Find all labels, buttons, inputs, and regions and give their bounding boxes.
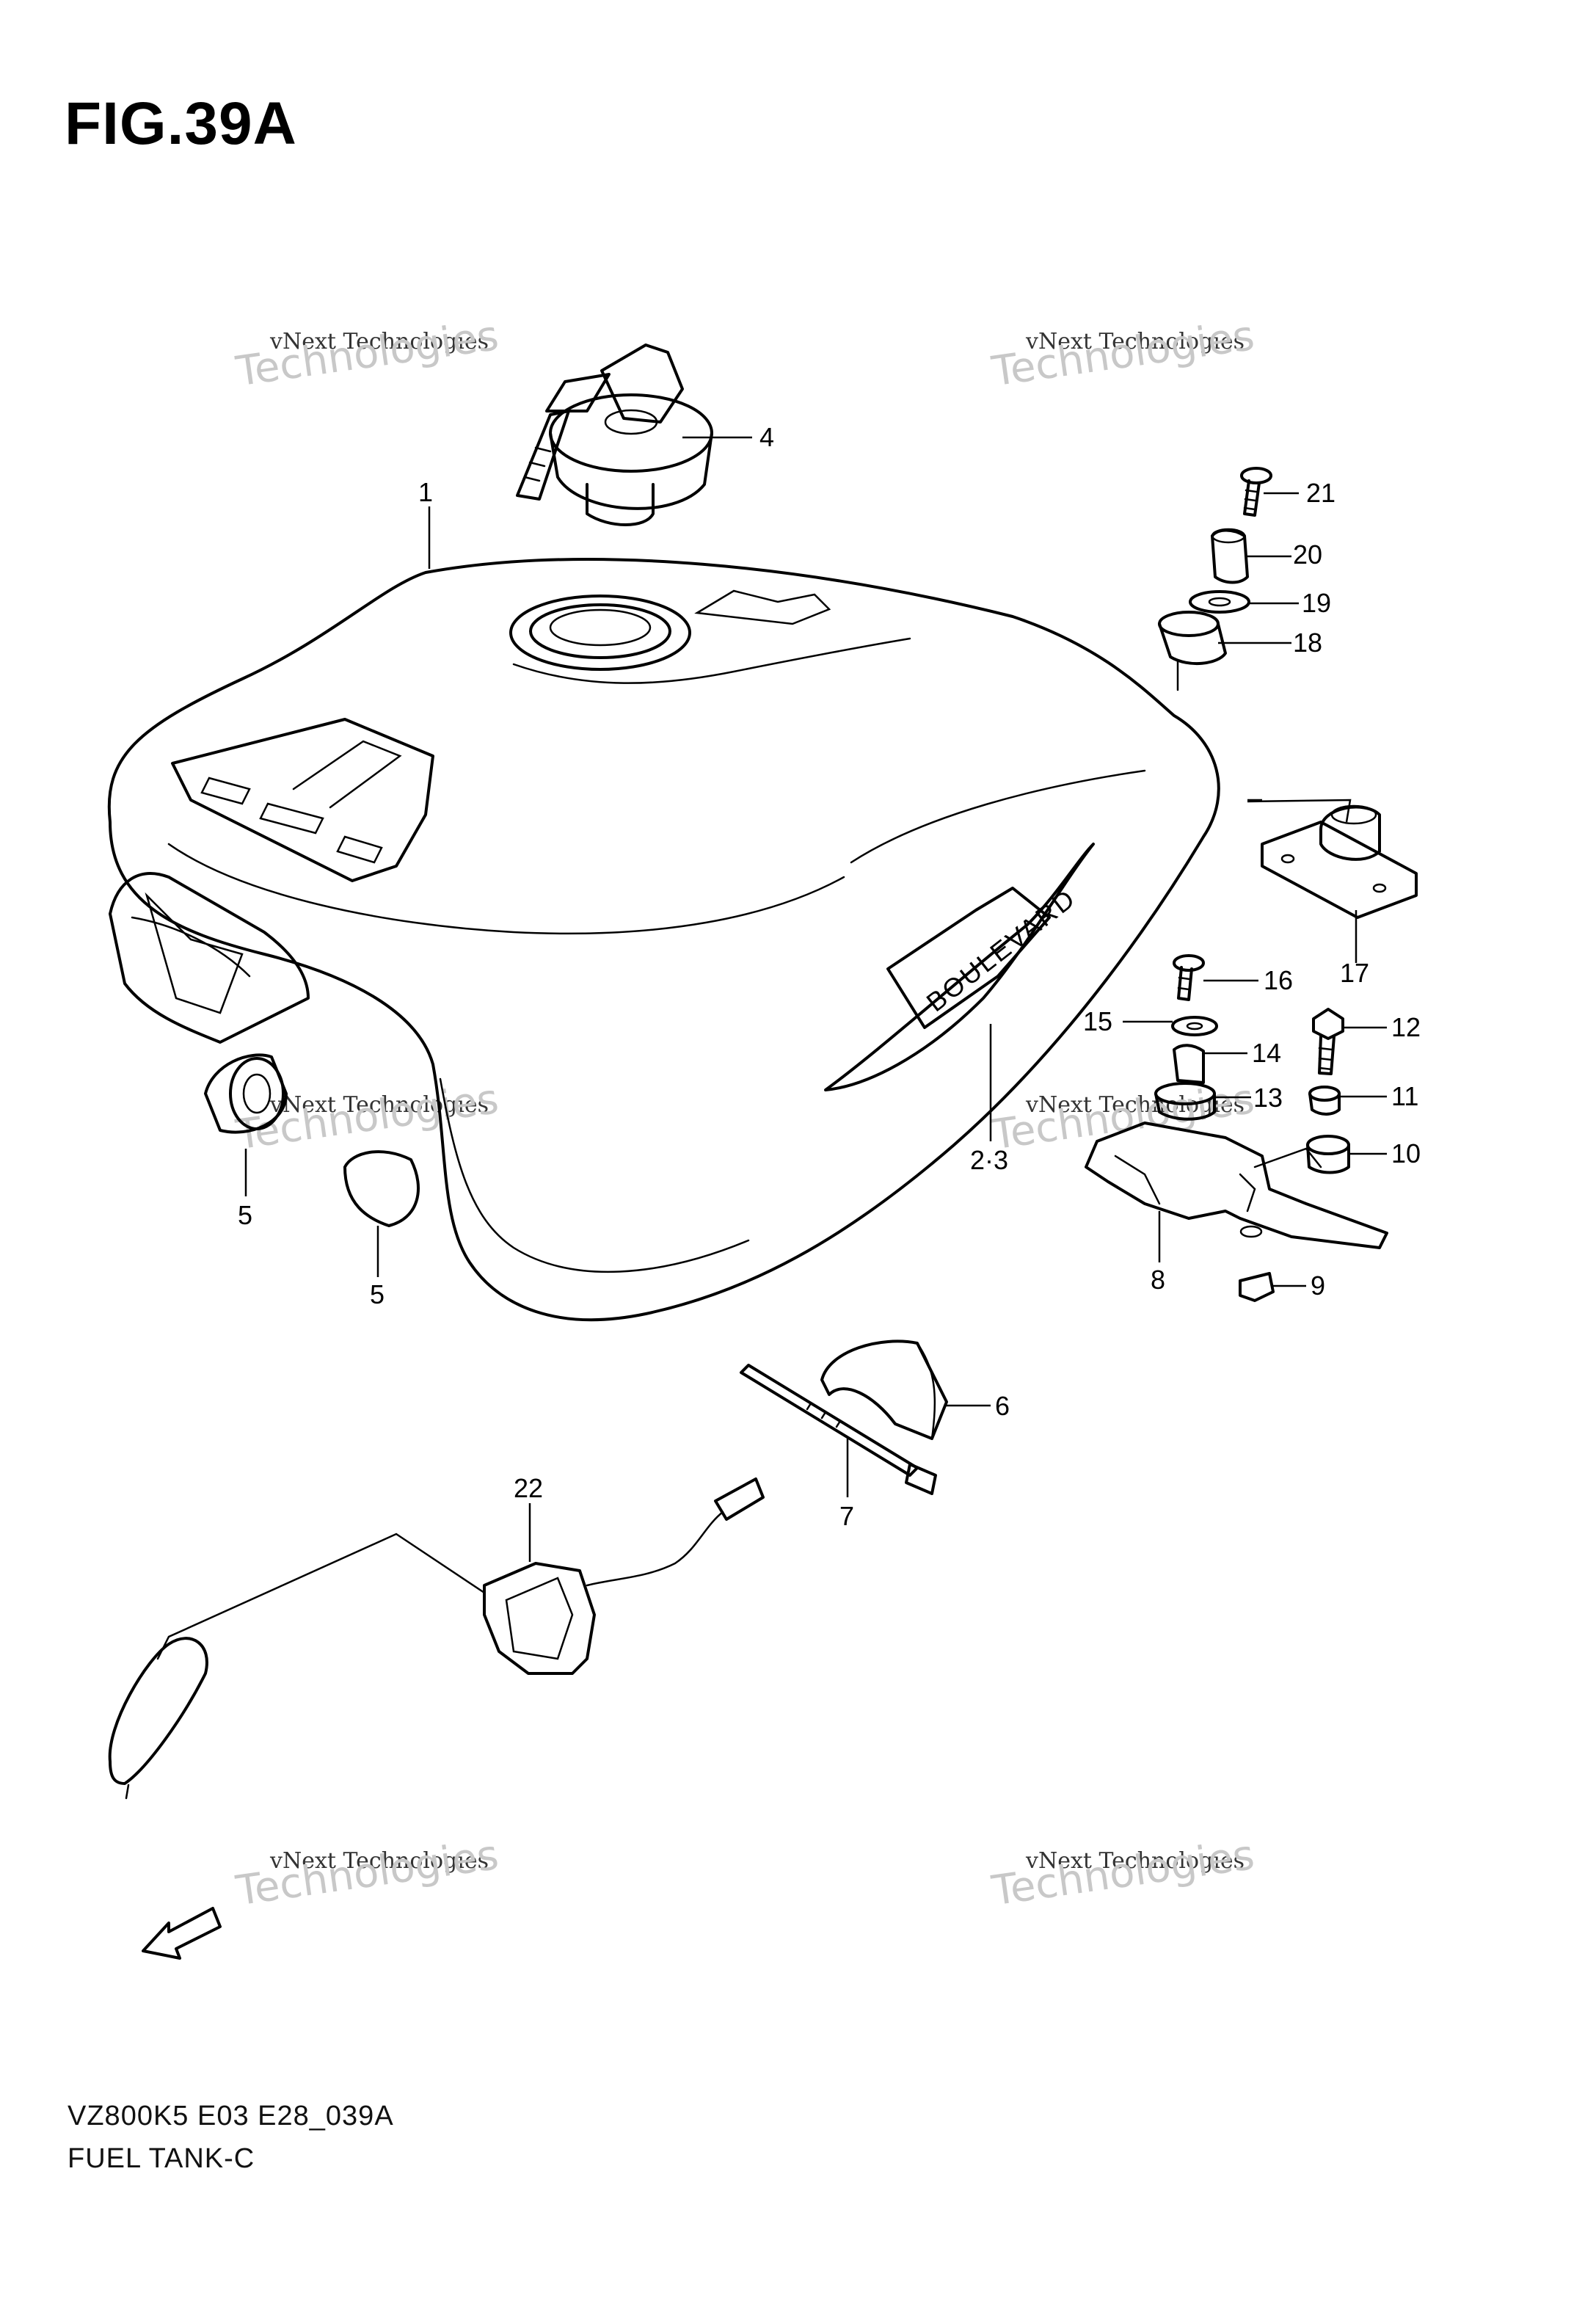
label-15: 15 <box>1083 1006 1112 1036</box>
watermark-top-right: vNext Technologies Technologies <box>989 311 1258 396</box>
label-4: 4 <box>759 422 774 452</box>
label-18: 18 <box>1293 628 1322 658</box>
fwd-arrow: FWD <box>142 1907 222 1960</box>
fuel-tank: BOULEVARD <box>107 558 1220 1322</box>
label-8: 8 <box>1151 1265 1165 1295</box>
label-9: 9 <box>1311 1270 1325 1301</box>
watermark-bottom-right: vNext Technologies Technologies <box>989 1831 1258 1916</box>
mount-stack-upper <box>1158 467 1272 691</box>
side-decal: BOULEVARD <box>824 843 1095 1091</box>
label-16: 16 <box>1264 965 1293 995</box>
label-17: 17 <box>1340 958 1369 988</box>
label-14: 14 <box>1252 1038 1281 1068</box>
figure-title: FIG.39A <box>65 90 297 157</box>
cable-tie <box>740 1364 937 1495</box>
watermark-bottom-left: vNext Technologies Technologies <box>233 1831 502 1916</box>
grommet-5a <box>204 1053 288 1134</box>
collar-11 <box>1308 1086 1341 1116</box>
watermark-mid-right: vNext Technologies Technologies <box>989 1075 1258 1160</box>
label-21: 21 <box>1306 478 1336 508</box>
label-10: 10 <box>1391 1138 1421 1168</box>
watermark-mid-left: vNext Technologies Technologies <box>233 1075 502 1160</box>
watermark-top-left: vNext Technologies Technologies <box>233 311 502 396</box>
leader-lines <box>244 436 1387 1562</box>
nut-9 <box>1239 1272 1275 1302</box>
grommet-5b <box>343 1150 420 1227</box>
label-2-3: 2·3 <box>970 1145 1008 1175</box>
label-7: 7 <box>839 1501 854 1531</box>
decal-text: BOULEVARD <box>921 882 1082 1017</box>
bolt-12 <box>1312 1008 1344 1075</box>
label-19: 19 <box>1302 588 1331 618</box>
label-6: 6 <box>995 1391 1010 1421</box>
label-5a: 5 <box>238 1200 252 1230</box>
fuel-sensor <box>108 1477 765 1800</box>
fuel-cap <box>516 343 713 526</box>
label-13: 13 <box>1253 1083 1283 1113</box>
filler-neck <box>509 595 691 671</box>
cushion <box>820 1339 948 1440</box>
part-number-labels: 1 4 21 20 19 18 17 16 15 12 14 13 11 10 … <box>238 422 1421 1531</box>
label-22: 22 <box>514 1473 543 1503</box>
label-5b: 5 <box>370 1279 385 1309</box>
label-12: 12 <box>1391 1012 1421 1042</box>
label-11: 11 <box>1391 1081 1418 1111</box>
label-20: 20 <box>1293 539 1322 570</box>
grommet-10 <box>1306 1135 1350 1174</box>
figure-name: FUEL TANK-C <box>68 2143 255 2174</box>
rear-mount-rubber <box>1261 804 1418 919</box>
label-1: 1 <box>418 477 433 507</box>
figure-code: VZ800K5 E03 E28_039A <box>68 2101 394 2131</box>
bracket-assembly <box>1085 954 1388 1249</box>
